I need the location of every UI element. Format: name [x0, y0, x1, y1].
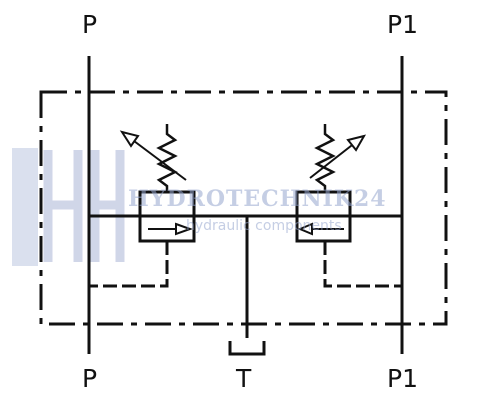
- watermark-logo: [12, 148, 125, 266]
- port-label-p1-bottom: P1: [387, 364, 418, 393]
- port-label-t: T: [236, 364, 252, 393]
- tank-symbol: [228, 341, 266, 356]
- port-label-p-bottom: P: [82, 364, 98, 393]
- port-label-p1-top: P1: [387, 10, 418, 39]
- port-label-p-top: P: [82, 10, 98, 39]
- valve-housing-outline: [39, 90, 448, 326]
- relief-valve-left: [119, 124, 196, 243]
- internal-piping: [89, 214, 402, 338]
- watermark-brand: HYDROTECHNIK24: [128, 186, 387, 212]
- watermark-tagline: hydraulic components: [186, 218, 342, 234]
